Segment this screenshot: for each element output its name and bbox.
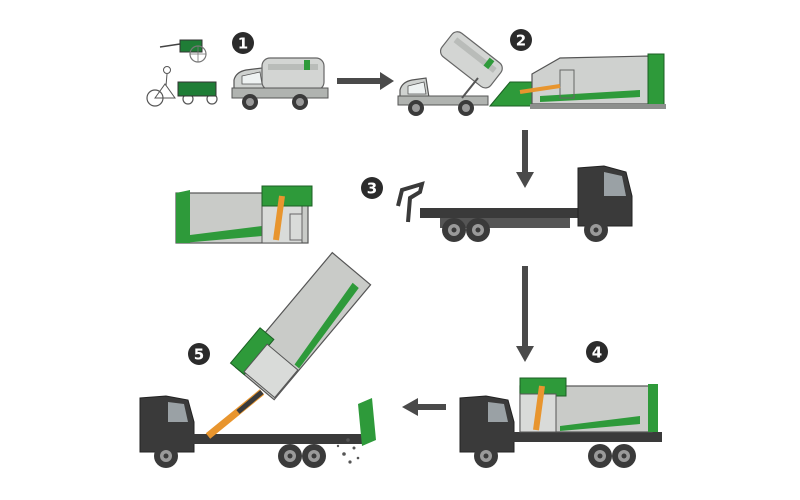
step-1-number: 1 <box>238 35 248 53</box>
tricycle-cart-icon <box>146 66 218 107</box>
hook-lift-truck-empty-icon <box>396 165 633 242</box>
arrow-step2-to-step3 <box>516 130 534 188</box>
hand-cart-icon <box>159 39 207 63</box>
step-2-badge: 2 <box>510 29 532 51</box>
step-5-unloading: 5 <box>139 251 376 468</box>
step-4-badge: 4 <box>586 341 608 363</box>
hook-lift-truck-loaded-icon <box>459 377 662 468</box>
step-2-compactor-loading: 2 <box>397 29 666 116</box>
step-5-number: 5 <box>194 346 204 364</box>
tipping-truck-unloading-icon <box>139 251 376 468</box>
arrow-step1-to-step2 <box>337 72 394 90</box>
arrow-step4-to-step5 <box>402 398 446 416</box>
small-collection-truck-icon <box>231 57 329 110</box>
step-4-container-loaded: 4 <box>459 341 662 468</box>
step-3-hook-lift-pickup: 3 <box>175 165 633 244</box>
pickup-tipping-icon <box>397 31 503 116</box>
step-4-number: 4 <box>592 344 602 362</box>
arrow-step3-to-step4 <box>516 266 534 362</box>
step-5-badge: 5 <box>188 343 210 365</box>
step-1-collection: 1 <box>146 32 329 110</box>
ground-compactor-station-icon <box>488 53 666 109</box>
step-3-number: 3 <box>367 180 377 198</box>
step-1-badge: 1 <box>232 32 254 54</box>
step-2-number: 2 <box>516 32 526 50</box>
detached-compactor-container-icon <box>175 185 313 244</box>
step-3-badge: 3 <box>361 177 383 199</box>
